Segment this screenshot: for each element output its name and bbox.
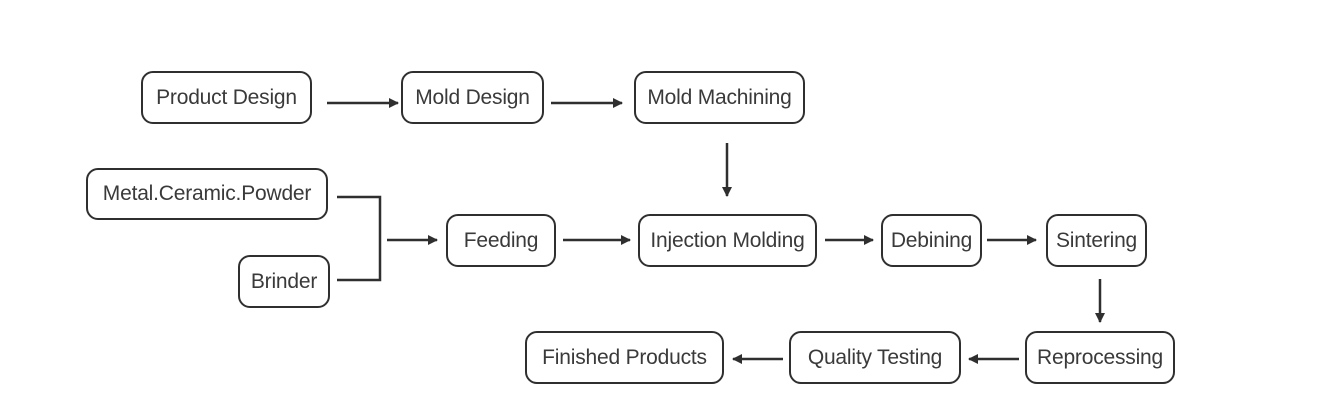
node-quality-testing: Quality Testing bbox=[789, 331, 961, 384]
node-brinder: Brinder bbox=[238, 255, 330, 308]
node-debining: Debining bbox=[881, 214, 982, 267]
node-reprocessing: Reprocessing bbox=[1025, 331, 1175, 384]
node-mold-machining: Mold Machining bbox=[634, 71, 805, 124]
bracket-materials bbox=[337, 195, 382, 282]
node-mold-design: Mold Design bbox=[401, 71, 544, 124]
node-feeding: Feeding bbox=[446, 214, 556, 267]
node-injection-molding: Injection Molding bbox=[638, 214, 817, 267]
node-metal-ceramic-powder: Metal.Ceramic.Powder bbox=[86, 168, 328, 220]
node-finished-products: Finished Products bbox=[525, 331, 724, 384]
node-product-design: Product Design bbox=[141, 71, 312, 124]
node-sintering: Sintering bbox=[1046, 214, 1147, 267]
